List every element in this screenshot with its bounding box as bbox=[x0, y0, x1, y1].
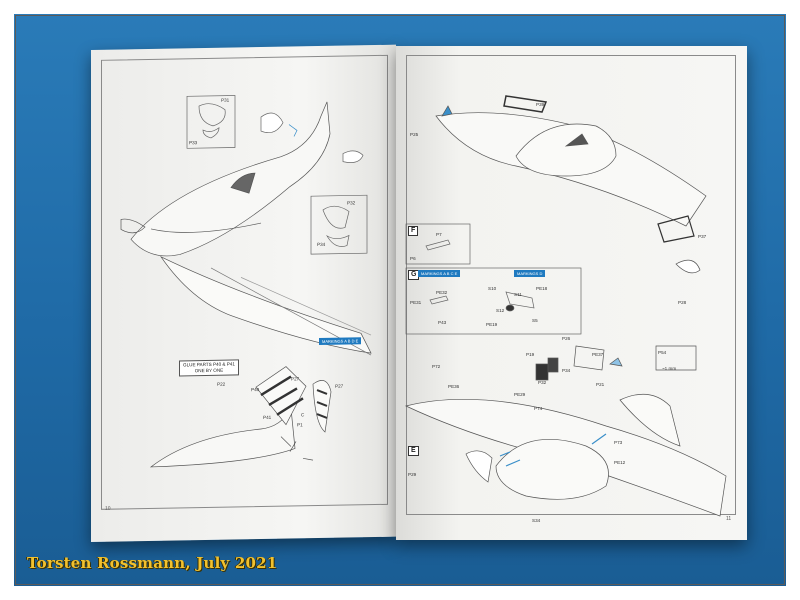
part-label: P6 bbox=[410, 256, 416, 261]
glue-note-line2: ONE BY ONE bbox=[194, 367, 224, 374]
part-label: P34 bbox=[562, 368, 571, 373]
aircraft-lower-drawing bbox=[404, 345, 727, 517]
step-f-marker: F bbox=[408, 226, 419, 236]
part-label: P54 bbox=[658, 350, 667, 355]
part-label: P32 bbox=[538, 380, 547, 385]
part-label: P74 bbox=[534, 406, 543, 411]
right-page: P25 P39 P37 P28 P7 P6 PE32 PE31 P43 S10 … bbox=[396, 46, 747, 540]
part-label: P7 bbox=[436, 232, 442, 237]
markings-badge: MARKINGS A B D E bbox=[319, 337, 362, 346]
left-page-drawings bbox=[120, 95, 372, 468]
step-f-box bbox=[405, 223, 471, 265]
photo-caption: Torsten Rossmann, July 2021 bbox=[27, 554, 278, 572]
part-label: P72 bbox=[432, 364, 441, 369]
part-label: P41 bbox=[263, 414, 272, 420]
part-label: P1 bbox=[297, 422, 303, 428]
part-label: P39 bbox=[536, 102, 545, 107]
part-label: P29 bbox=[408, 472, 417, 477]
page-number: 10 bbox=[105, 505, 111, 512]
part-label: S12 bbox=[496, 308, 505, 313]
part-label: P26 bbox=[562, 336, 571, 341]
part-label: PE19 bbox=[486, 322, 498, 327]
part-label: S10 bbox=[488, 286, 497, 291]
part-label: C bbox=[301, 412, 305, 418]
part-label: P19 bbox=[526, 352, 535, 357]
markings-badge: MARKINGS A B C E bbox=[418, 270, 461, 277]
step-g-box bbox=[405, 267, 582, 335]
dimension-note: ~1 mm bbox=[662, 366, 677, 371]
part-label: P33 bbox=[189, 140, 198, 146]
glue-note: GLUE PARTS P40 & P41 ONE BY ONE bbox=[179, 359, 239, 377]
part-label: P21 bbox=[596, 382, 605, 387]
part-label: P43 bbox=[438, 320, 447, 325]
part-label: P28 bbox=[678, 300, 687, 305]
part-label: P73 bbox=[614, 440, 623, 445]
part-label: S11 bbox=[514, 292, 522, 297]
part-label: PE31 bbox=[410, 300, 422, 305]
part-label: P40 bbox=[251, 387, 260, 393]
page-number: 11 bbox=[726, 516, 732, 522]
part-label: P27 bbox=[335, 383, 344, 389]
windscreen-detail bbox=[310, 150, 368, 255]
aircraft-fuselage bbox=[120, 101, 372, 356]
markings-badge: MARKINGS D bbox=[514, 270, 546, 277]
part-label: P37 bbox=[698, 234, 707, 239]
left-page: P31 P33 P32 P34 P22 P40 P41 P27 P1 C P27… bbox=[91, 44, 396, 542]
part-label: P34 bbox=[317, 241, 326, 248]
tail-assembly bbox=[149, 366, 332, 468]
part-label: PE29 bbox=[514, 392, 526, 397]
instruction-booklet: P31 P33 P32 P34 P22 P40 P41 P27 P1 C P27… bbox=[73, 40, 748, 544]
part-label: S34 bbox=[532, 518, 541, 523]
inner-frame-border bbox=[15, 15, 785, 585]
part-label: PE36 bbox=[448, 384, 460, 389]
canopy-detail bbox=[186, 95, 298, 149]
part-label: P32 bbox=[347, 200, 356, 206]
part-label: S5 bbox=[532, 318, 538, 323]
wing-upper-drawing bbox=[435, 95, 707, 274]
part-label: P31 bbox=[221, 97, 230, 103]
step-e-marker: E bbox=[408, 446, 419, 456]
right-page-drawings bbox=[404, 95, 727, 517]
part-label: PE18 bbox=[536, 286, 548, 291]
part-label: PE32 bbox=[436, 290, 448, 295]
part-label: PE37 bbox=[592, 352, 604, 357]
right-page-border bbox=[406, 55, 736, 515]
part-label: P27 bbox=[291, 376, 300, 382]
part-label: P25 bbox=[410, 132, 419, 137]
part-label: P22 bbox=[217, 381, 226, 387]
part-label: PE12 bbox=[614, 460, 626, 465]
